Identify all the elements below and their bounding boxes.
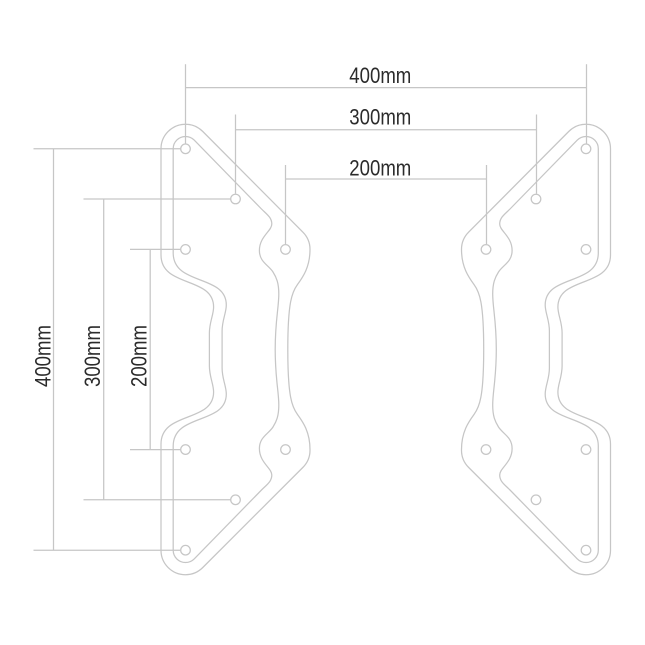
svg-text:400mm: 400mm xyxy=(31,325,56,387)
svg-text:300mm: 300mm xyxy=(349,105,411,130)
svg-text:300mm: 300mm xyxy=(80,325,105,387)
svg-text:200mm: 200mm xyxy=(349,156,411,181)
svg-text:400mm: 400mm xyxy=(349,63,411,88)
svg-text:200mm: 200mm xyxy=(127,325,152,387)
